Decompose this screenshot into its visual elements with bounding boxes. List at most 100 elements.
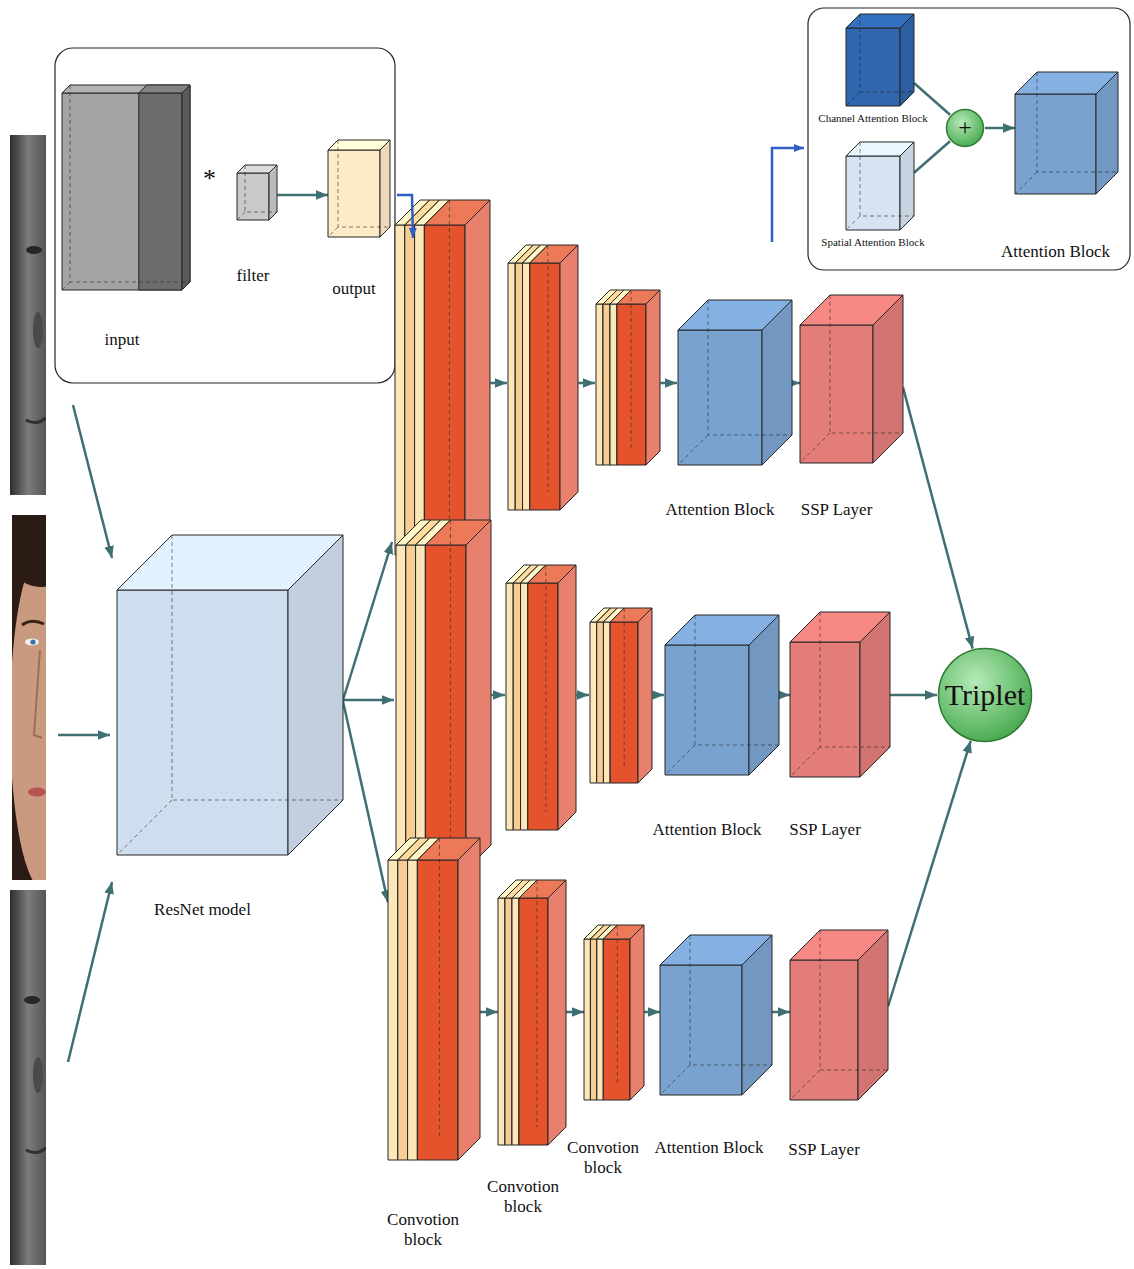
slab-side bbox=[603, 290, 617, 465]
cube-group bbox=[790, 612, 890, 777]
cube-group bbox=[498, 880, 566, 1145]
hidden-edge bbox=[62, 282, 70, 290]
hidden-edge bbox=[450, 520, 451, 845]
cube-group bbox=[328, 140, 390, 237]
cube-shape bbox=[1015, 72, 1118, 194]
face-image bbox=[10, 890, 46, 1265]
cube-side bbox=[749, 615, 779, 775]
detail-leader bbox=[772, 148, 804, 242]
node-label: output bbox=[332, 279, 375, 299]
slab-front bbox=[425, 545, 466, 870]
cube-side bbox=[742, 935, 772, 1095]
slab-front bbox=[519, 898, 548, 1145]
hidden-edge bbox=[695, 615, 779, 745]
face-eye bbox=[25, 639, 39, 646]
inset-panel bbox=[55, 48, 395, 383]
node-label: Attention Block bbox=[665, 500, 774, 520]
layer-cube: Attention Block bbox=[665, 615, 779, 775]
cube-shape bbox=[846, 142, 914, 230]
layer-cube: Spatial Attention Block bbox=[846, 142, 914, 230]
cube-group bbox=[678, 300, 792, 465]
cube-front bbox=[237, 173, 269, 220]
slab-front bbox=[512, 898, 519, 1145]
node-label: Convotion block bbox=[483, 1177, 563, 1216]
hidden-edge bbox=[860, 14, 914, 92]
operator-circle: Triplet bbox=[937, 647, 1033, 743]
node-label: Attention Block bbox=[1001, 242, 1110, 262]
flow-arrow bbox=[490, 382, 507, 385]
cube-shape bbox=[790, 612, 890, 777]
label-wrap: Attention Block bbox=[652, 820, 761, 840]
cube-shape bbox=[62, 85, 190, 290]
cube-group bbox=[388, 838, 480, 1160]
input-arrow bbox=[68, 882, 112, 1062]
label-wrap: Triplet bbox=[937, 647, 1033, 743]
label-wrap: Convotion block bbox=[383, 1210, 463, 1249]
cube-front bbox=[790, 960, 858, 1100]
cube-side bbox=[762, 300, 792, 465]
slab-front bbox=[405, 225, 415, 555]
slab-side bbox=[466, 520, 491, 870]
label-wrap: Attention Block bbox=[1001, 242, 1110, 262]
face-mouth bbox=[26, 418, 46, 423]
slab-front bbox=[408, 860, 418, 1160]
cube-front bbox=[678, 330, 762, 465]
face-brow bbox=[22, 621, 44, 625]
node-label: Spatial Attention Block bbox=[821, 236, 924, 249]
label-wrap: Channel Attention Block bbox=[818, 112, 927, 125]
cube-side bbox=[380, 140, 390, 237]
node-label: Convotion block bbox=[563, 1138, 643, 1177]
slab-front bbox=[406, 545, 416, 870]
node-label: SSP Layer bbox=[788, 1140, 860, 1160]
convolution-block bbox=[508, 245, 578, 510]
layer-cube: Attention Block bbox=[678, 300, 792, 465]
cube-shape bbox=[678, 300, 792, 465]
slab-front bbox=[610, 304, 617, 465]
cube-front bbox=[790, 642, 860, 777]
slab-front bbox=[416, 545, 426, 870]
branch-arrow bbox=[343, 542, 392, 700]
flow-arrow bbox=[576, 694, 589, 697]
cube-group bbox=[665, 615, 779, 775]
layer-cube: input bbox=[62, 85, 190, 290]
cube-group bbox=[117, 535, 343, 855]
connector bbox=[480, 1011, 498, 1014]
slab-front bbox=[398, 860, 408, 1160]
slab-front bbox=[417, 860, 458, 1160]
slab-front bbox=[521, 583, 528, 830]
cube-front bbox=[117, 590, 288, 855]
face-hair bbox=[12, 515, 46, 587]
face-nose bbox=[34, 650, 42, 738]
flow-arrow bbox=[578, 382, 595, 385]
slab-side bbox=[630, 925, 644, 1100]
slab-front bbox=[617, 304, 646, 465]
connector bbox=[644, 1011, 660, 1014]
cube-front bbox=[846, 28, 900, 106]
label-wrap: ResNet model bbox=[154, 900, 251, 920]
hidden-edge bbox=[846, 92, 860, 106]
cube-side bbox=[860, 612, 890, 777]
node-label: SSP Layer bbox=[801, 500, 873, 520]
connector bbox=[772, 1011, 790, 1014]
hidden-edge bbox=[660, 1065, 690, 1095]
face-image bbox=[12, 515, 46, 880]
hidden-edge bbox=[690, 935, 772, 1065]
face-nose bbox=[33, 1057, 43, 1093]
slab-side bbox=[558, 565, 576, 830]
hidden-edge bbox=[338, 140, 390, 227]
slab-front bbox=[603, 939, 630, 1100]
hidden-edge bbox=[439, 838, 440, 1138]
label-wrap: Spatial Attention Block bbox=[821, 236, 924, 249]
slab-front bbox=[603, 304, 610, 465]
connector bbox=[888, 741, 971, 1007]
cube-dark-top bbox=[139, 85, 190, 93]
slab-side bbox=[646, 290, 660, 465]
slab-front bbox=[590, 939, 596, 1100]
cube-side bbox=[288, 535, 343, 855]
face-image bbox=[10, 135, 46, 495]
hidden-edge bbox=[800, 433, 830, 463]
slab-front bbox=[505, 898, 512, 1145]
cube-group bbox=[1015, 72, 1118, 194]
node-label: Attention Block bbox=[652, 820, 761, 840]
slab-side bbox=[597, 608, 611, 783]
